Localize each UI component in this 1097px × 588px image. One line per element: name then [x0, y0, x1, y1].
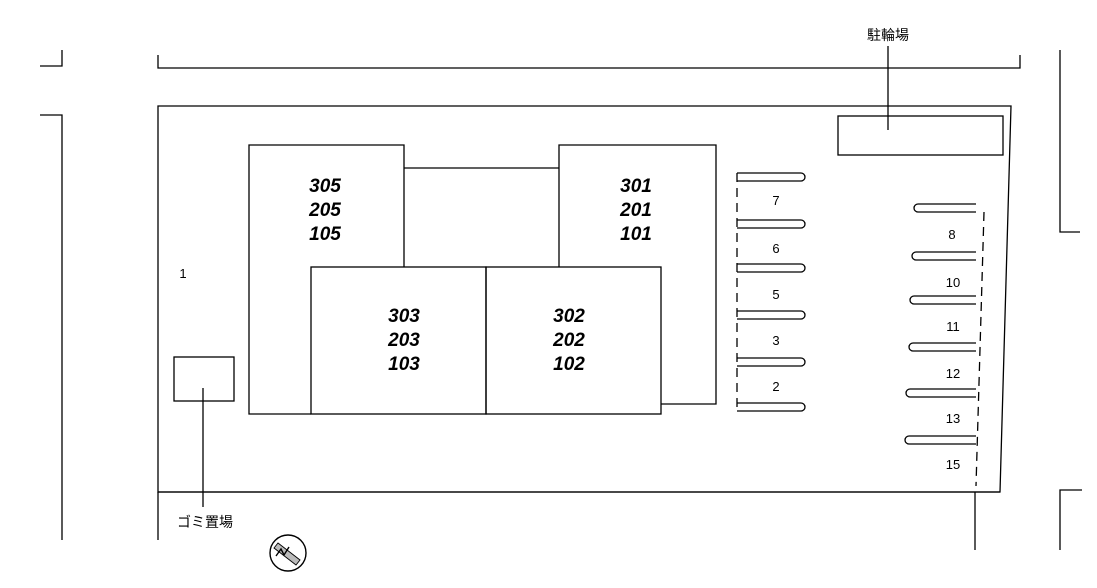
- parking-divider: [737, 310, 806, 320]
- room-label: 102: [553, 354, 585, 375]
- room-label: 101: [620, 224, 652, 245]
- room-label: 203: [387, 330, 420, 351]
- room-numbers: 305 205 105 301 201 101 303 203 103 302 …: [308, 176, 652, 375]
- building-outline: [248, 144, 717, 415]
- room-label: 305: [309, 176, 341, 197]
- parking-row-left: [736, 172, 806, 412]
- garbage-area-label: ゴミ置場: [177, 514, 233, 530]
- parking-space-label: 8: [948, 227, 955, 242]
- building-block-302: [485, 266, 662, 415]
- room-label: 103: [388, 354, 420, 375]
- road-edge-right-top: [1059, 50, 1080, 233]
- room-label: 202: [552, 330, 585, 351]
- parking-divider: [737, 263, 806, 273]
- road-edge-top: [157, 55, 1021, 69]
- road-edge-right-bottom: [1059, 489, 1082, 550]
- parking-space-label: 11: [946, 319, 960, 334]
- surrounding-lines: [40, 50, 1082, 550]
- parking-space-label: 6: [772, 241, 779, 256]
- parking-space-label: 15: [946, 457, 960, 472]
- parking-row-edge: [975, 211, 985, 487]
- parking-space-label: 7: [772, 193, 779, 208]
- parking-space-label: 3: [772, 333, 779, 348]
- parking-space-label: 2: [772, 379, 779, 394]
- parking-space-label: 13: [946, 411, 960, 426]
- site-boundary: [157, 105, 1012, 493]
- room-label: 105: [309, 224, 341, 245]
- parking-divider: [909, 295, 976, 305]
- bicycle-parking-label: 駐輪場: [867, 27, 909, 43]
- parking-space-label: 10: [946, 275, 960, 290]
- room-label: 302: [553, 306, 585, 327]
- room-label: 303: [388, 306, 420, 327]
- road-edge-left: [40, 114, 63, 540]
- parking-space-label: 1: [179, 266, 186, 281]
- parking-divider: [913, 203, 976, 213]
- bicycle-parking-area: [837, 115, 1004, 156]
- parking-space-label: 5: [772, 287, 779, 302]
- building-wing-left: [248, 144, 405, 415]
- room-label: 201: [619, 200, 652, 221]
- corner-mark-top-left: [40, 50, 63, 67]
- room-label: 205: [308, 200, 341, 221]
- parking-row-right: [904, 203, 985, 487]
- parking-divider: [908, 342, 976, 352]
- parking-divider: [737, 172, 806, 182]
- parking-divider: [737, 357, 806, 367]
- parking-labels-left: 7 6 5 3 2: [772, 193, 779, 394]
- parking-labels-right: 8 10 11 12 13 15: [946, 227, 960, 472]
- building-wing-right: [558, 144, 717, 405]
- room-label: 301: [620, 176, 652, 197]
- parking-divider: [911, 251, 976, 261]
- parking-divider: [904, 435, 976, 445]
- garbage-area-box: [173, 356, 235, 402]
- parking-divider: [737, 219, 806, 229]
- parking-divider: [737, 402, 806, 412]
- parking-space-label: 12: [946, 366, 960, 381]
- north-arrow-icon: [269, 534, 307, 572]
- parking-divider: [905, 388, 976, 398]
